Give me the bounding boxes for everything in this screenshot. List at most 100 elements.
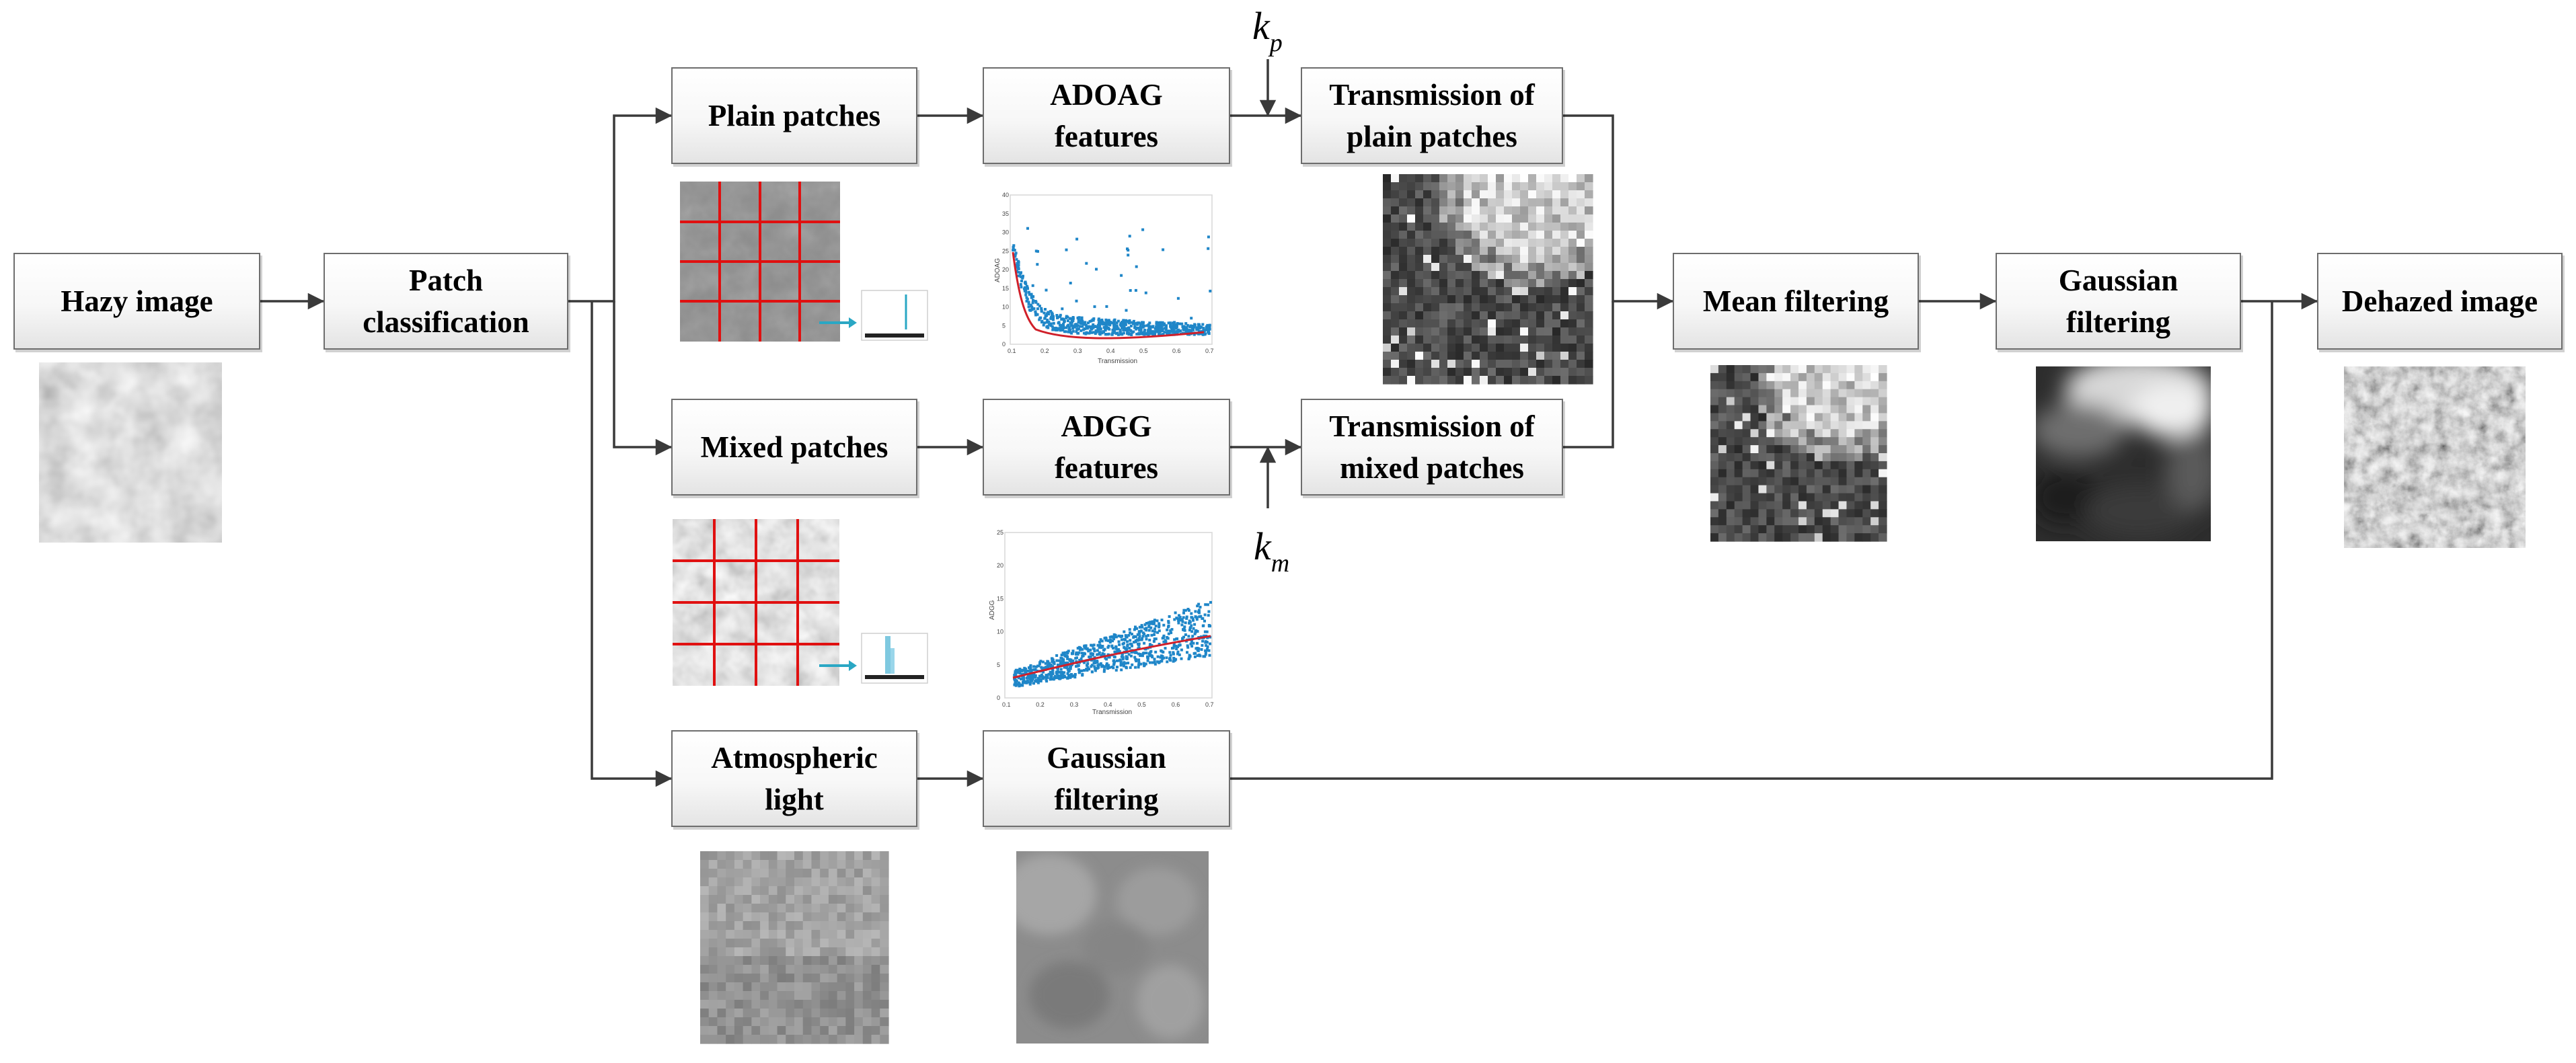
scatter-point — [1084, 332, 1088, 336]
param-kp: kp — [1252, 4, 1283, 57]
scatter-point — [1077, 327, 1080, 330]
scatter-point — [1110, 333, 1114, 336]
scatter-point — [1119, 329, 1122, 331]
scatter-point — [1014, 253, 1017, 256]
scatter-point — [1127, 333, 1131, 336]
scatter-point — [1097, 318, 1100, 321]
scatter-point — [1093, 665, 1096, 668]
scatter-point — [1088, 331, 1091, 335]
scatter-point — [1061, 675, 1064, 678]
scatter-point — [1185, 615, 1188, 619]
scatter-point — [1104, 324, 1108, 327]
scatter-point — [1059, 313, 1062, 317]
scatter-point — [1023, 680, 1026, 683]
scatter-point — [1032, 295, 1035, 299]
scatter-point — [1178, 614, 1180, 617]
scatter-point — [1193, 632, 1197, 635]
scatter-point — [1069, 321, 1072, 325]
scatter-point — [1203, 619, 1206, 623]
scatter-point — [1162, 650, 1165, 654]
scatter-point — [1085, 668, 1088, 670]
axis-tick-label: 0.7 — [1205, 348, 1214, 354]
scatter-point — [1176, 322, 1179, 325]
scatter-point — [1160, 325, 1164, 329]
scatter-point — [1045, 680, 1049, 683]
mixed-patches-grid-thumbnail — [673, 519, 928, 686]
scatter-point — [1208, 654, 1211, 657]
scatter-point — [1116, 333, 1120, 336]
scatter-point — [1049, 663, 1053, 666]
scatter-point — [1136, 633, 1139, 636]
scatter-point — [1096, 329, 1100, 333]
scatter-point — [1166, 329, 1169, 333]
scatter-point — [1145, 622, 1148, 625]
scatter-point — [1149, 643, 1151, 646]
scatter-point — [1166, 628, 1169, 631]
scatter-point — [1114, 332, 1118, 336]
scatter-point — [1045, 666, 1048, 669]
box-transmission-mixed: Transmission of mixed patches — [1301, 399, 1563, 496]
scatter-point — [1115, 651, 1119, 654]
scatter-point — [1096, 323, 1100, 327]
scatter-point — [1172, 660, 1175, 663]
scatter-point — [1081, 647, 1084, 651]
scatter-point — [1170, 628, 1174, 631]
scatter-point — [1090, 331, 1093, 334]
scatter-point — [1108, 641, 1112, 644]
scatter-point — [1184, 633, 1187, 636]
scatter-point — [1199, 332, 1202, 336]
scatter-point — [1024, 282, 1028, 286]
scatter-point — [1142, 652, 1145, 655]
scatter-point — [1204, 653, 1207, 656]
scatter-point — [1017, 264, 1020, 267]
scatter-point — [1103, 321, 1106, 325]
scatter-point — [1179, 329, 1182, 332]
scatter-point — [1057, 315, 1060, 319]
scatter-point — [1197, 329, 1201, 333]
hazy-image-thumbnail — [39, 362, 222, 543]
scatter-point — [1169, 659, 1172, 662]
scatter-point — [1193, 655, 1197, 658]
scatter-point — [1080, 669, 1084, 672]
scatter-point — [1077, 651, 1081, 654]
scatter-point — [1063, 666, 1066, 669]
scatter-point — [1065, 316, 1068, 319]
scatter-point — [1069, 282, 1072, 284]
scatter-point — [1122, 322, 1125, 325]
scatter-point — [1118, 643, 1121, 646]
scatter-point — [1182, 608, 1186, 612]
scatter-point — [1016, 274, 1019, 278]
scatter-point — [1165, 324, 1168, 327]
scatter-point — [1120, 668, 1123, 672]
scatter-point — [1133, 325, 1137, 328]
scatter-point — [1094, 667, 1097, 670]
axis-tick-label: 0.2 — [1036, 701, 1045, 708]
scatter-point — [1012, 249, 1015, 252]
scatter-point — [1204, 649, 1207, 652]
scatter-point — [1088, 320, 1092, 323]
scatter-point — [1139, 625, 1143, 629]
scatter-point — [1027, 290, 1030, 294]
scatter-point — [1172, 651, 1175, 654]
scatter-point — [1159, 321, 1162, 324]
scatter-point — [1148, 325, 1151, 328]
scatter-point — [1027, 305, 1030, 309]
scatter-point — [1051, 678, 1055, 680]
scatter-point — [1201, 333, 1205, 336]
scatter-point — [1058, 323, 1061, 327]
scatter-point — [1076, 664, 1079, 668]
scatter-point — [1104, 333, 1108, 336]
scatter-point — [1067, 674, 1070, 677]
scatter-point — [1132, 636, 1135, 639]
scatter-point — [1056, 664, 1059, 667]
scatter-point — [1199, 326, 1202, 329]
scatter-point — [1026, 287, 1029, 290]
scatter-point — [1028, 678, 1032, 681]
scatter-point — [1137, 643, 1141, 647]
adoag-x-label: Transmission — [1098, 358, 1137, 365]
scatter-point — [1129, 642, 1132, 645]
scatter-point — [1135, 326, 1138, 329]
scatter-point — [1050, 315, 1053, 319]
scatter-point — [1111, 328, 1114, 331]
scatter-point — [1141, 321, 1145, 324]
